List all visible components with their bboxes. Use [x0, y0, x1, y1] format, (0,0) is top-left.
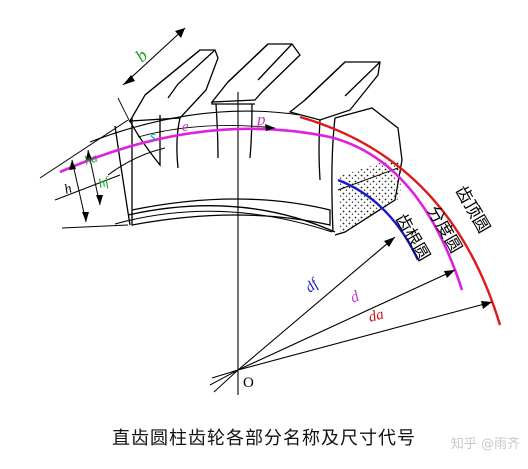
label-h: h	[63, 181, 74, 197]
gear-tooth-2	[210, 43, 301, 159]
label-d: d	[348, 287, 363, 306]
label-hf: hf	[96, 173, 113, 191]
label-origin: O	[243, 375, 254, 391]
figure-caption: 直齿圆柱齿轮各部分名称及尺寸代号	[112, 428, 416, 449]
pitch-circle-arc	[59, 127, 464, 291]
label-da: da	[367, 307, 386, 326]
root-circle-arc	[337, 178, 420, 261]
label-addendum-circle: 齿顶圆	[452, 183, 494, 237]
label-b: b	[131, 45, 151, 66]
d-line	[237, 269, 456, 371]
label-s: s	[150, 129, 156, 145]
label-p: p	[256, 110, 266, 129]
watermark: 知乎 @雨齐	[450, 437, 520, 452]
gear-tooth-1	[128, 49, 219, 169]
tooth-section-hatch	[340, 160, 402, 232]
gear-body-outline	[131, 118, 331, 226]
gear-root-edge	[127, 205, 336, 233]
b-dimension-line	[122, 27, 186, 86]
label-ha: ha	[82, 149, 99, 167]
label-df: df	[302, 275, 323, 296]
gear-tooth-3	[288, 61, 403, 236]
addendum-circle-arc	[299, 115, 502, 326]
label-e: e	[182, 119, 189, 135]
df-line	[237, 236, 396, 371]
da-line	[237, 301, 493, 371]
label-root-circle: 齿根圆	[392, 211, 434, 265]
